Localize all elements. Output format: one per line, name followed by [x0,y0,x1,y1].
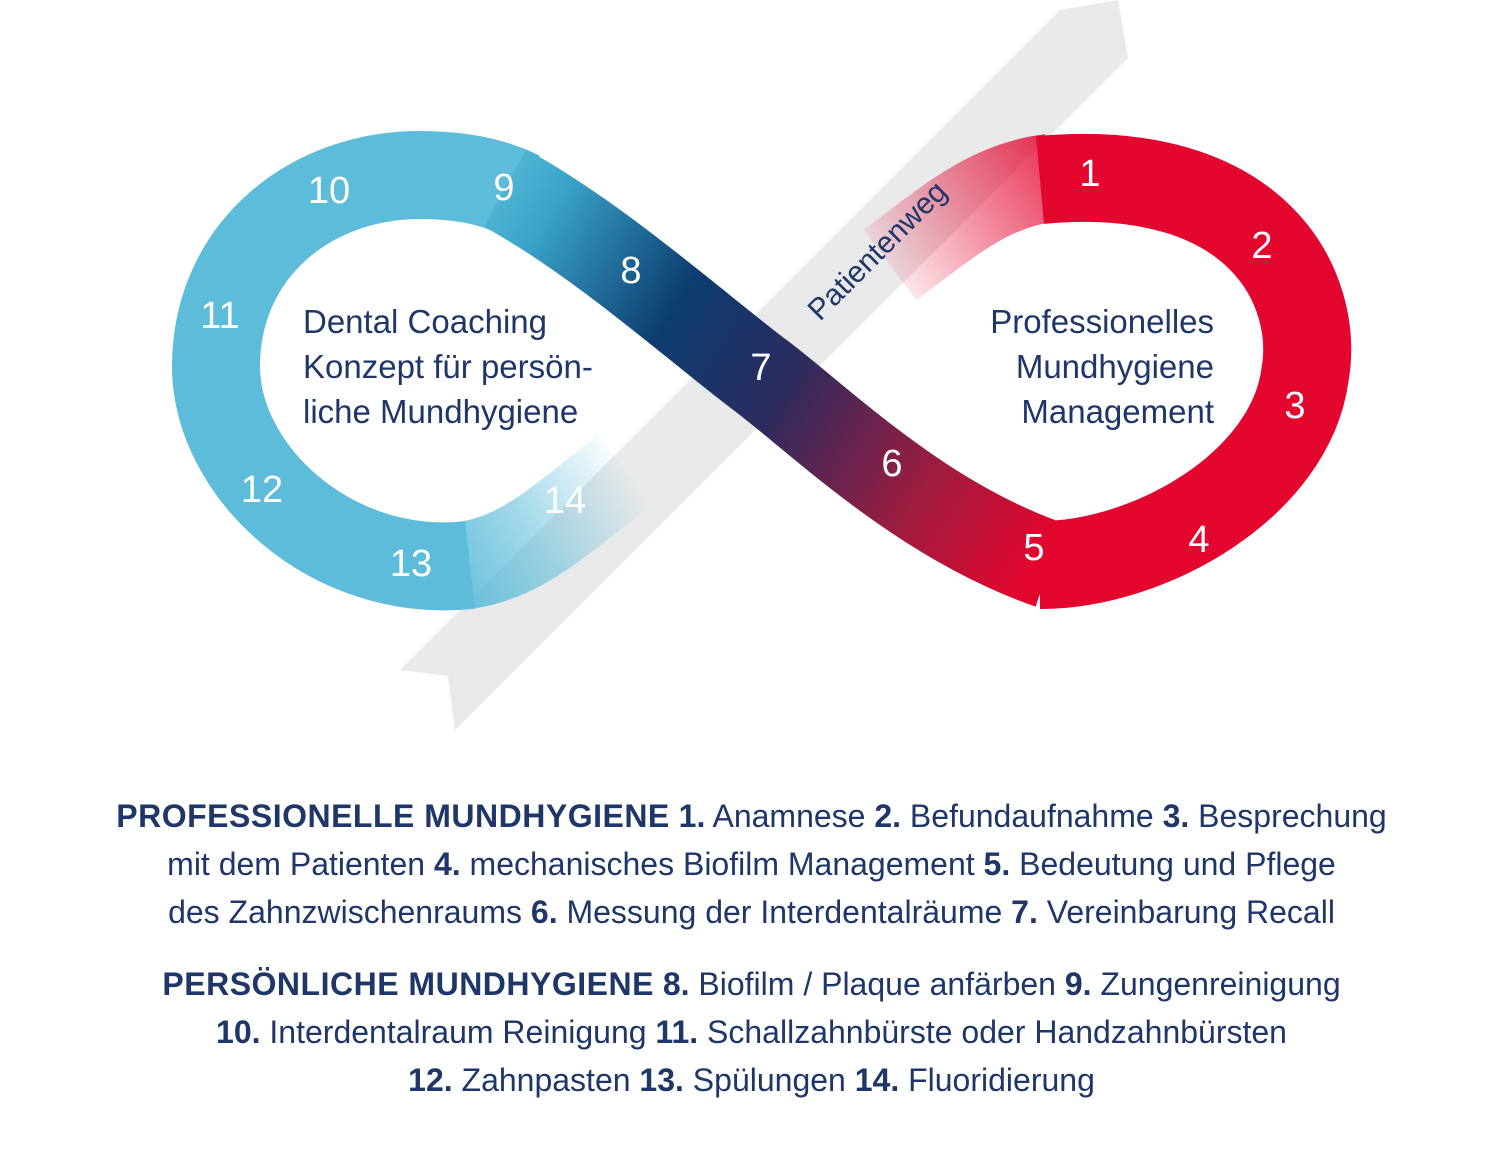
legend-item-10: Interdentalraum Reinigung [269,1014,647,1050]
right-loop-text: Professionelles Mundhygiene Management [990,303,1214,430]
step-2: 2 [1251,225,1272,267]
legend-num-4: 4. [433,846,461,882]
legend-professional-line-2: mit dem Patienten 4. mechanisches Biofil… [0,840,1503,888]
right-loop-band [1036,134,1352,609]
legend-num-1: 1. [678,798,706,834]
left-loop-band [171,130,540,611]
left-loop-line-1: Dental Coaching [303,303,547,340]
left-loop-line-2: Konzept für persön- [303,348,593,385]
step-10: 10 [308,170,350,212]
left-loop-text: Dental Coaching Konzept für persön- lich… [303,303,593,430]
infinity-diagram: Patientenweg Dental Coaching Konzept für… [171,0,1352,730]
legend-personal: PERSÖNLICHE MUNDHYGIENE 8. Biofilm / Pla… [0,960,1503,1104]
step-5: 5 [1023,527,1044,569]
right-loop-line-2: Mundhygiene [1016,348,1214,385]
legend-num-5: 5. [983,846,1011,882]
legend-item-8: Biofilm / Plaque anfärben [698,966,1056,1002]
legend-num-7: 7. [1011,894,1038,930]
step-3: 3 [1284,385,1305,427]
legend-professional-line-3: des Zahnzwischenraums 6. Messung der Int… [0,888,1503,936]
legend-item-13: Spülungen [692,1062,846,1098]
legend-personal-line-3: 12. Zahnpasten 13. Spülungen 14. Fluorid… [0,1056,1503,1104]
legend-item-14: Fluoridierung [908,1062,1095,1098]
right-loop-line-3: Management [1021,393,1214,430]
legend-item-2: Befundaufnahme [909,798,1154,834]
legend-professional: PROFESSIONELLE MUNDHYGIENE 1. Anamnese 2… [0,792,1503,936]
legend-item-1: Anamnese [712,798,866,834]
legend-personal-line-1: PERSÖNLICHE MUNDHYGIENE 8. Biofilm / Pla… [0,960,1503,1008]
legend-personal-heading: PERSÖNLICHE MUNDHYGIENE [162,966,654,1002]
right-loop-line-1: Professionelles [990,303,1214,340]
legend-num-2: 2. [874,798,902,834]
legend-personal-line-2: 10. Interdentalraum Reinigung 11. Schall… [0,1008,1503,1056]
left-loop-line-3: liche Mundhygiene [303,393,578,430]
legend-item-4: mechanisches Biofilm Management [469,846,975,882]
legend-item-3-part-2: mit dem Patienten [167,846,426,882]
legend-professional-line-1: PROFESSIONELLE MUNDHYGIENE 1. Anamnese 2… [0,792,1503,840]
step-14: 14 [544,480,586,522]
legend-item-11: Schallzahnbürste oder Handzahnbürsten [707,1014,1287,1050]
legend-item-5-part-1: Bedeutung und Pflege [1019,846,1336,882]
step-11: 11 [200,295,239,337]
step-1: 1 [1079,153,1100,195]
legend-professional-heading: PROFESSIONELLE MUNDHYGIENE [116,798,670,834]
legend-item-9: Zungenreinigung [1100,966,1341,1002]
legend-num-3: 3. [1162,798,1190,834]
legend-num-11: 11. [655,1014,699,1050]
legend-num-12: 12. [408,1062,453,1098]
legend-item-3-part-1: Besprechung [1198,798,1387,834]
step-12: 12 [241,469,283,511]
step-9: 9 [493,167,514,209]
legend-num-8: 8. [662,966,690,1002]
step-4: 4 [1188,519,1209,561]
step-8: 8 [620,250,641,292]
right-loop-fade [863,134,1057,301]
step-13: 13 [390,543,432,585]
left-loop-fade [454,435,652,610]
legend-num-13: 13. [639,1062,684,1098]
legend-item-6: Messung der Interdentalräume [566,894,1003,930]
legend-num-10: 10. [216,1014,261,1050]
step-6: 6 [881,443,902,485]
step-7: 7 [750,347,771,389]
legend-num-9: 9. [1064,966,1092,1002]
legend-num-14: 14. [854,1062,900,1098]
legend-item-7: Vereinbarung Recall [1046,894,1335,930]
legend-item-12: Zahnpasten [461,1062,631,1098]
legend-num-6: 6. [530,894,558,930]
legend-item-5-part-2: des Zahnzwischenraums [168,894,522,930]
step-numbers: 1 2 3 4 5 6 7 8 9 10 11 12 13 14 [200,153,1305,585]
crossing-band [483,149,1065,607]
